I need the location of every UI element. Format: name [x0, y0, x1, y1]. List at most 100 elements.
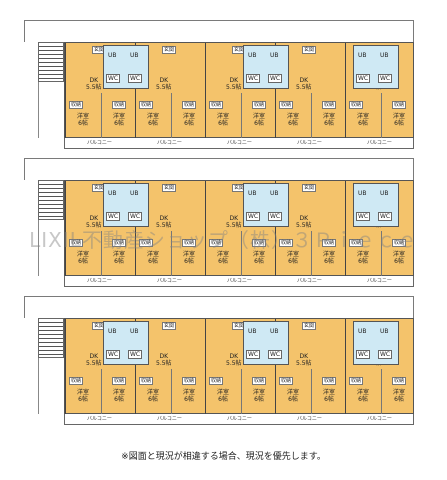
room-size: 6帖 — [288, 120, 298, 127]
room-name: 洋室 — [146, 389, 159, 396]
storage-label: 収納 — [392, 239, 407, 247]
storage-label: 収納 — [112, 377, 127, 385]
unit-bath-label: UB — [358, 328, 367, 335]
balcony-label: バルコニー — [87, 140, 112, 146]
room-size: 6帖 — [394, 120, 404, 127]
room-name: 洋室 — [392, 389, 405, 396]
room-size: 6帖 — [114, 120, 124, 127]
room-divider — [311, 93, 312, 139]
toilet-label: WC — [356, 74, 371, 83]
unit-bath-label: UB — [270, 328, 279, 335]
storage-label: 収納 — [392, 377, 407, 385]
toilet-label: WC — [378, 212, 393, 221]
dk-size: 5.5帖 — [156, 84, 172, 91]
disclaimer-note: ※図面と現況が相違する場合、現況を優先します。 — [121, 452, 326, 462]
unit-bath-label: UB — [270, 190, 279, 197]
unit-bath-label: UB — [130, 328, 139, 335]
toilet-label: WC — [106, 350, 121, 359]
room-size: 6帖 — [148, 258, 158, 265]
dk-size: 5.5帖 — [86, 360, 102, 367]
balcony-label: バルコニー — [157, 416, 182, 422]
room-divider — [311, 369, 312, 415]
unit-bath-label: UB — [380, 52, 389, 59]
dk-size: 5.5帖 — [226, 84, 242, 91]
room-size: 6帖 — [218, 120, 228, 127]
storage-label: 収納 — [349, 101, 364, 109]
storage-label: 収納 — [252, 101, 267, 109]
balcony-label: バルコニー — [227, 278, 252, 284]
room-name: 洋室 — [76, 251, 89, 258]
building-outline — [24, 20, 414, 42]
room-name: 洋室 — [252, 113, 265, 120]
unit-bath-label: UB — [248, 328, 257, 335]
room-name: 洋室 — [392, 113, 405, 120]
storage-label: 収納 — [279, 239, 294, 247]
dk-name: DK — [229, 353, 239, 360]
watermark: LIXIL不動産ショップ（株）３Ｐｉｅｃｅ — [29, 228, 418, 252]
room-size: 6帖 — [254, 396, 264, 403]
dk-size: 5.5帖 — [296, 84, 312, 91]
room-size: 6帖 — [78, 396, 88, 403]
room-name: 洋室 — [76, 389, 89, 396]
balcony-label: バルコニー — [297, 140, 322, 146]
storage-label: 収納 — [112, 101, 127, 109]
room-name: 洋室 — [182, 251, 195, 258]
storage-label: 収納 — [349, 239, 364, 247]
building-outline — [24, 296, 414, 318]
room-size: 6帖 — [254, 258, 264, 265]
dk-name: DK — [159, 215, 169, 222]
storage-label: 収納 — [182, 239, 197, 247]
toilet-label: WC — [356, 350, 371, 359]
room-name: 洋室 — [146, 251, 159, 258]
dk-name: DK — [299, 353, 309, 360]
room-size: 6帖 — [114, 258, 124, 265]
staircase — [38, 318, 64, 358]
toilet-label: WC — [268, 74, 283, 83]
unit-bath-label: UB — [108, 52, 117, 59]
room-name: 洋室 — [392, 251, 405, 258]
room-name: 洋室 — [252, 389, 265, 396]
balcony-label: バルコニー — [367, 278, 392, 284]
storage-label: 収納 — [279, 377, 294, 385]
room-divider — [241, 369, 242, 415]
balcony-label: バルコニー — [227, 140, 252, 146]
room-divider — [101, 231, 102, 277]
room-name: 洋室 — [356, 251, 369, 258]
dk-name: DK — [299, 77, 309, 84]
toilet-label: WC — [356, 212, 371, 221]
toilet-label: WC — [128, 350, 143, 359]
room-divider — [101, 93, 102, 139]
balcony-label: バルコニー — [297, 278, 322, 284]
room-size: 6帖 — [184, 396, 194, 403]
unit-bath-label: UB — [248, 190, 257, 197]
toilet-label: WC — [378, 350, 393, 359]
room-size: 6帖 — [254, 120, 264, 127]
unit-bath-label: UB — [270, 52, 279, 59]
unit-bath-label: UB — [130, 190, 139, 197]
room-size: 6帖 — [114, 396, 124, 403]
storage-label: 収納 — [252, 239, 267, 247]
